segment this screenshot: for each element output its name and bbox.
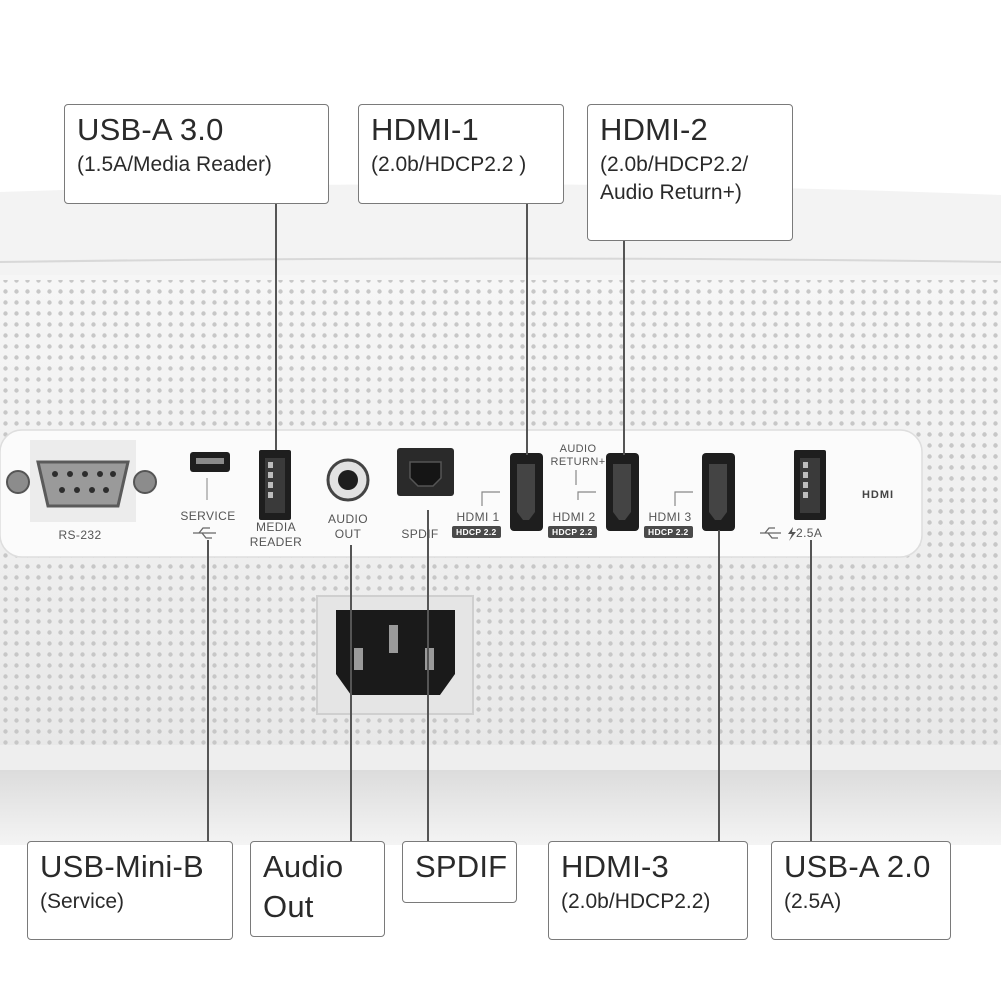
callout-title: SPDIF	[415, 849, 508, 884]
callout-hdmi-1: HDMI-1 (2.0b/HDCP2.2 )	[358, 104, 564, 204]
callout-usb-mini-b: USB-Mini-B (Service)	[27, 841, 233, 940]
leader-hdmi-3	[718, 530, 720, 842]
callout-usb-a-20: USB-A 2.0 (2.5A)	[771, 841, 951, 940]
leader-usb-a-20	[810, 540, 812, 842]
rs232-screw-left	[6, 470, 30, 494]
callout-title: Out	[263, 889, 314, 924]
callout-title: USB-Mini-B	[40, 849, 204, 884]
usb-power-label: 2.5A	[796, 526, 823, 540]
callout-title: HDMI-1	[371, 112, 479, 147]
callout-subtitle: (2.0b/HDCP2.2 )	[371, 153, 527, 176]
callout-hdmi-2: HDMI-2 (2.0b/HDCP2.2/ Audio Return+)	[587, 104, 793, 241]
service-label: SERVICE	[180, 509, 236, 523]
callout-title: Audio	[263, 849, 344, 884]
leader-hdmi-1	[526, 203, 528, 455]
rs232-screw-right	[133, 470, 157, 494]
io-panel	[0, 429, 923, 558]
callout-title: USB-A 2.0	[784, 849, 931, 884]
lightning-icon	[788, 527, 796, 541]
callout-title: HDMI-3	[561, 849, 669, 884]
leader-audio-out	[350, 545, 352, 842]
callout-audio-out: Audio Out	[250, 841, 385, 937]
callout-title: USB-A 3.0	[77, 112, 224, 147]
spdif-panel-label: SPDIF	[401, 527, 439, 541]
leader-usb-mini-b	[207, 540, 209, 842]
media-reader-label: MEDIA READER	[249, 520, 303, 549]
rs232-label: RS-232	[58, 528, 102, 542]
audio-out-label: AUDIO OUT	[327, 512, 368, 541]
callout-subtitle: (2.0b/HDCP2.2)	[561, 890, 711, 913]
hdcp-badge-3: HDCP 2.2	[644, 526, 693, 538]
hdmi-logo: HDMI	[861, 489, 895, 501]
hdcp-badge-1: HDCP 2.2	[452, 526, 501, 538]
usb-symbol-icon	[193, 527, 216, 539]
hdmi-2-panel-label: HDMI 2	[552, 510, 596, 524]
callout-subtitle: Audio Return+)	[600, 181, 742, 204]
rs232-port	[36, 460, 130, 508]
hdmi-1-panel-label: HDMI 1	[456, 510, 500, 524]
leader-spdif	[427, 510, 429, 842]
leader-usb-a-30	[275, 203, 277, 450]
usb-power-symbol-icon	[760, 527, 781, 539]
callout-subtitle: (2.0b/HDCP2.2/	[600, 153, 749, 176]
housing-base	[0, 770, 1001, 845]
callout-title: HDMI-2	[600, 112, 708, 147]
callout-hdmi-3: HDMI-3 (2.0b/HDCP2.2)	[548, 841, 748, 940]
leader-hdmi-2	[623, 240, 625, 455]
callout-subtitle: (1.5A/Media Reader)	[77, 153, 272, 176]
audio-return-label: AUDIO RETURN+	[550, 443, 606, 468]
callout-subtitle: (2.5A)	[784, 890, 842, 913]
callout-usb-a-30: USB-A 3.0 (1.5A/Media Reader)	[64, 104, 329, 204]
callout-spdif: SPDIF	[402, 841, 517, 903]
hdmi-3-panel-label: HDMI 3	[648, 510, 692, 524]
callout-subtitle: (Service)	[40, 890, 125, 913]
hdcp-badge-2: HDCP 2.2	[548, 526, 597, 538]
